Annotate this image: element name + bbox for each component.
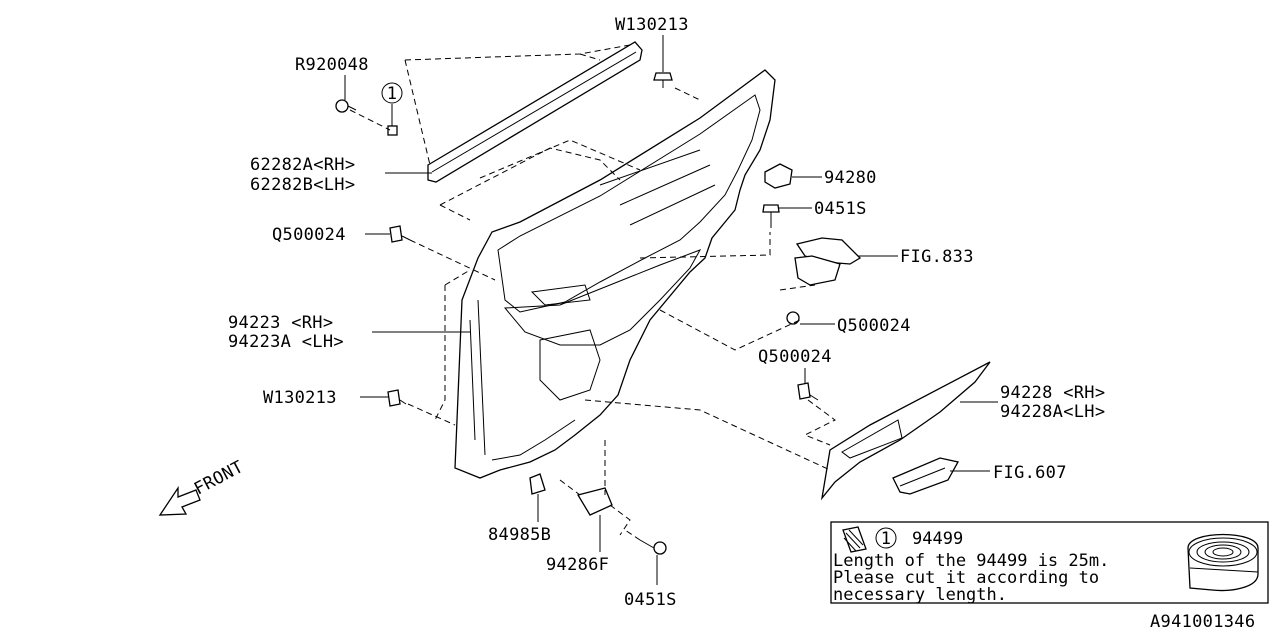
label-94228: 94228 <RH> (1000, 383, 1105, 403)
note-line-2: Please cut it according to (833, 568, 1099, 588)
clip-w130213-top (653, 72, 673, 88)
clip-q500024-mid (786, 311, 800, 325)
note-line-1: Length of the 94499 is 25m. (833, 551, 1109, 571)
label-94223a: 94223A <LH> (228, 332, 344, 352)
note-part-number: 94499 (912, 529, 963, 549)
label-62282b: 62282B<LH> (250, 175, 355, 195)
diagram-id: A941001346 (1150, 612, 1255, 632)
label-w130213-left: W130213 (263, 388, 337, 408)
note-line-3: necessary length. (833, 585, 1007, 605)
bracket-94286f (576, 487, 613, 516)
label-fig607: FIG.607 (993, 463, 1067, 483)
clip-84985b (529, 473, 546, 495)
label-fig833: FIG.833 (900, 247, 974, 267)
door-trim-panel (454, 69, 776, 479)
weatherstrip-62282 (427, 41, 643, 183)
handle-bezel-fig833 (794, 237, 862, 286)
label-84985b: 84985B (488, 525, 551, 545)
clip-q500024-low (797, 382, 819, 401)
label-q500024-low: Q500024 (758, 347, 832, 367)
label-94286f: 94286F (546, 555, 609, 575)
assembly-lines (349, 44, 836, 541)
label-62282a: 62282A<RH> (250, 155, 355, 175)
clip-q500024-left (389, 225, 411, 243)
tape-square (387, 125, 398, 136)
leader-lines (344, 35, 998, 585)
clip-r920048 (335, 99, 357, 113)
label-w130213-top: W130213 (615, 15, 689, 35)
front-label: FRONT (191, 457, 247, 499)
lower-trim-94228 (820, 361, 991, 501)
screw-0451s-bottom (639, 539, 667, 555)
tape-roll-icon (1187, 533, 1259, 592)
label-r920048: R920048 (295, 55, 369, 75)
clip-w130213-left (387, 389, 407, 407)
callout-circle: 1 (381, 82, 403, 104)
part-labels: W130213 R920048 62282A<RH> 62282B<LH> Q5… (228, 15, 1105, 610)
label-0451s-top: 0451S (814, 199, 867, 219)
label-q500024-mid: Q500024 (837, 316, 911, 336)
note-callout-number: 1 (881, 529, 892, 549)
front-arrow: FRONT (158, 457, 247, 516)
label-q500024-left: Q500024 (272, 225, 346, 245)
clip-94280 (764, 163, 793, 189)
label-94223: 94223 <RH> (228, 313, 333, 333)
tape-hatch-icon (842, 526, 867, 553)
label-0451s-bottom: 0451S (624, 590, 677, 610)
screw-0451s-top (762, 204, 780, 228)
label-94280: 94280 (824, 168, 877, 188)
note-box: 1 94499 Length of the 94499 is 25m. Plea… (830, 521, 1269, 605)
pocket-fig607 (892, 457, 959, 495)
label-94228a: 94228A<LH> (1000, 402, 1105, 422)
callout-number: 1 (387, 84, 398, 104)
